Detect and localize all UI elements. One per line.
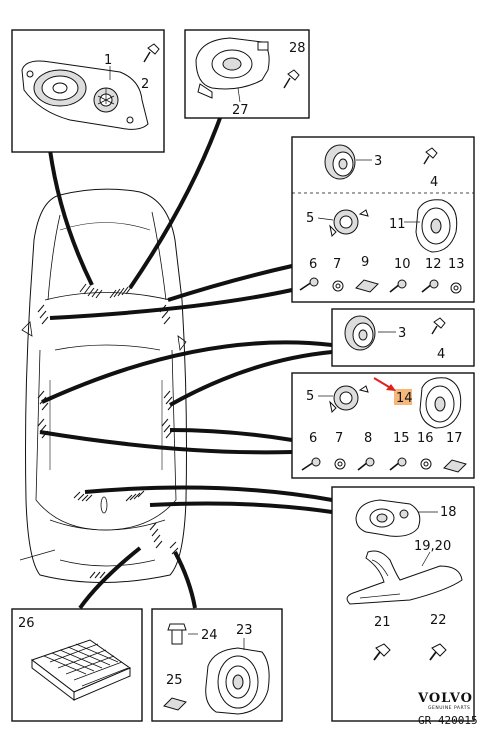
label-part-17: 17 <box>446 431 463 446</box>
label-part-7b: 7 <box>335 431 343 446</box>
box-parts-27-28: 27 28 <box>184 29 310 119</box>
label-part-1: 1 <box>104 53 112 68</box>
box-parts-3-4-rear: 3 4 <box>331 308 475 367</box>
speaker-locations <box>37 283 179 579</box>
connector-lines <box>19 117 333 610</box>
label-part-25: 25 <box>166 673 183 688</box>
label-part-16: 16 <box>417 431 434 446</box>
label-part-12: 12 <box>425 257 442 272</box>
box-part-26: 26 <box>11 608 143 722</box>
label-part-2: 2 <box>141 77 149 92</box>
brand-block: VOLVO GENUINE PARTS GR-420015 <box>417 691 478 727</box>
label-part-4b: 4 <box>437 347 445 362</box>
box-parts-18-22: 18 19,20 21 22 <box>331 486 475 722</box>
label-part-27: 27 <box>232 103 249 118</box>
label-part-26: 26 <box>18 616 35 631</box>
car-outline <box>21 188 187 583</box>
label-part-3b: 3 <box>398 326 406 341</box>
label-part-5a: 5 <box>306 211 314 226</box>
label-part-5b: 5 <box>306 389 314 404</box>
box-parts-3-13: 3 4 5 11 6 7 9 10 12 13 <box>291 136 475 303</box>
label-part-23: 23 <box>236 623 253 638</box>
box-parts-23-25: 24 25 23 <box>151 608 283 722</box>
label-part-14[interactable]: 14 <box>396 391 413 406</box>
label-part-10: 10 <box>394 257 411 272</box>
label-part-8: 8 <box>364 431 372 446</box>
label-part-18: 18 <box>440 505 457 520</box>
reference-code: GR-420015 <box>418 714 478 727</box>
label-part-9: 9 <box>361 255 369 270</box>
highlight-part-14 <box>394 389 412 405</box>
brand-subtitle: GENUINE PARTS <box>428 705 470 711</box>
brand-logo: VOLVO <box>417 691 473 706</box>
box-parts-1-2: 1 2 <box>11 29 165 153</box>
label-part-11: 11 <box>389 217 406 232</box>
box-parts-5-17: 5 14 6 7 8 15 16 17 <box>291 372 475 479</box>
label-part-7a: 7 <box>333 257 341 272</box>
label-part-6a: 6 <box>309 257 317 272</box>
label-part-24: 24 <box>201 628 218 643</box>
label-part-4a: 4 <box>430 175 438 190</box>
label-part-15: 15 <box>393 431 410 446</box>
label-part-13: 13 <box>448 257 465 272</box>
label-part-22: 22 <box>430 613 447 628</box>
label-part-21: 21 <box>374 615 391 630</box>
label-part-28: 28 <box>289 41 306 56</box>
label-part-3a: 3 <box>374 154 382 169</box>
label-part-19-20: 19,20 <box>414 539 451 554</box>
label-part-6b: 6 <box>309 431 317 446</box>
